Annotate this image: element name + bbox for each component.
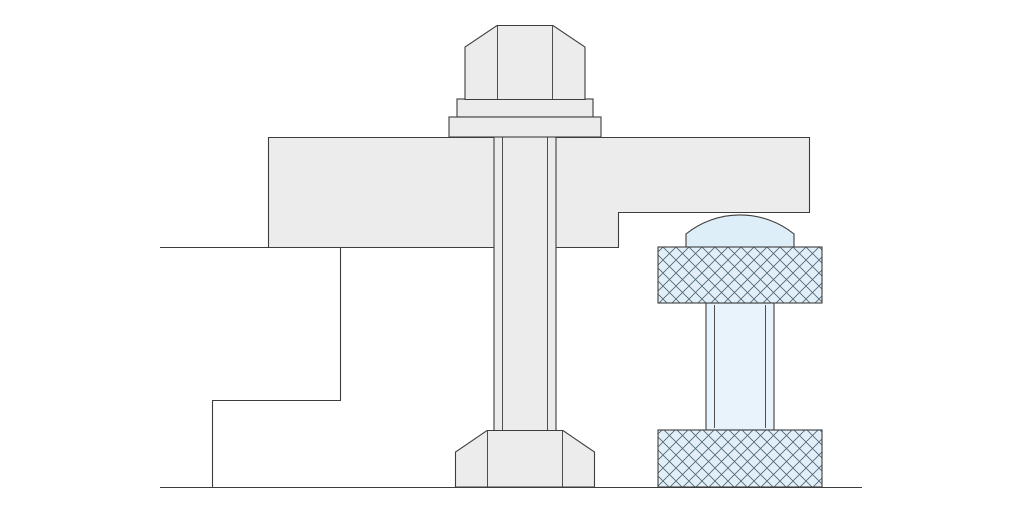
flange-washer — [448, 116, 602, 138]
bolt-stud-facet-lines — [502, 117, 548, 433]
workpiece-outline — [160, 246, 342, 488]
jack-stem-facet-lines — [714, 305, 766, 428]
hex-nut-facet-lines — [487, 431, 563, 487]
jack-base — [657, 429, 823, 488]
bolt-stud — [493, 114, 557, 436]
collar-washer — [456, 98, 594, 118]
hex-head-facet-lines — [497, 26, 553, 99]
hex-nut — [454, 429, 596, 488]
jack-stem — [705, 302, 775, 431]
hex-bolt-head — [464, 24, 586, 101]
jack-spherical-cap — [685, 214, 795, 249]
knurled-adjusting-nut — [657, 246, 823, 304]
